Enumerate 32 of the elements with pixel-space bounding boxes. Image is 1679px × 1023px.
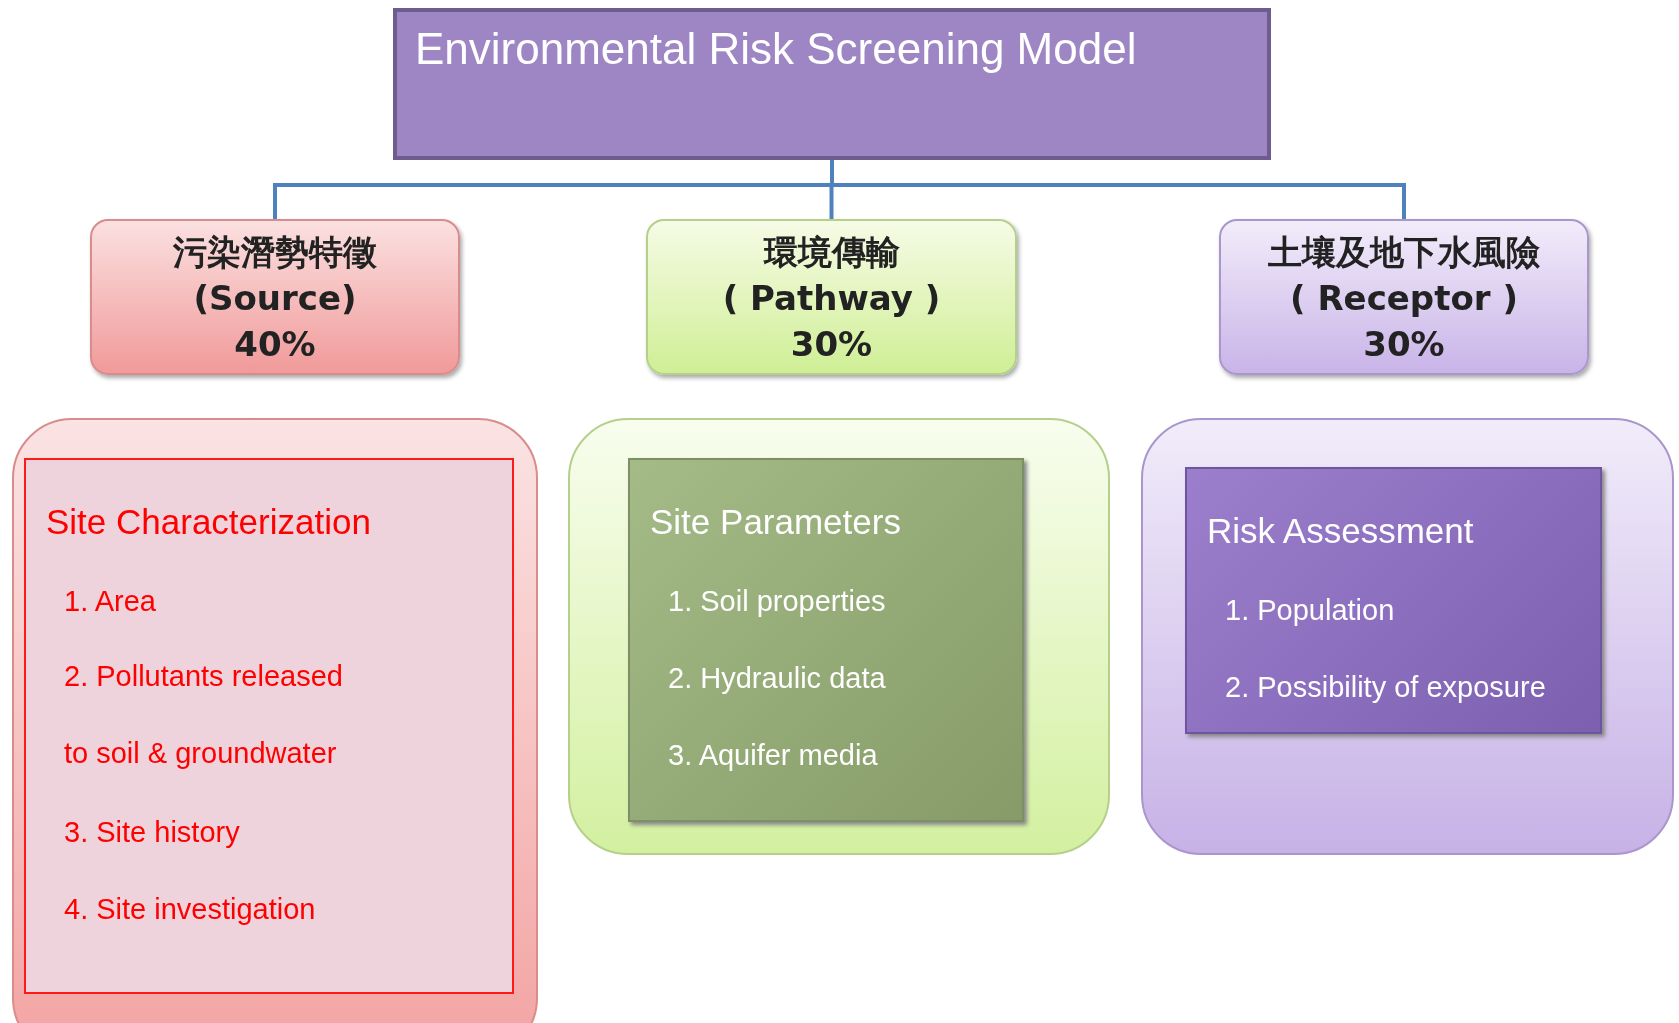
- list-heading: Site Characterization: [46, 502, 371, 542]
- list-item: 4. Site investigation: [64, 893, 316, 926]
- list-item: 2. Pollutants released to soil & groundwater: [64, 659, 344, 771]
- header-box: [646, 219, 1017, 375]
- header-subtitle: ( Pathway ): [721, 277, 942, 320]
- list-heading: Risk Assessment: [1207, 511, 1474, 551]
- list-item: 3. Aquifer media: [668, 739, 878, 772]
- header-title: 土壤及地下水風險: [1267, 231, 1541, 274]
- list-heading: Site Parameters: [650, 502, 901, 542]
- list-box: [24, 458, 514, 994]
- list-item: 2. Hydraulic data: [668, 662, 886, 695]
- percentage: 40%: [233, 323, 317, 366]
- list-item: 3. Site history: [64, 816, 240, 849]
- list-box: [1185, 467, 1602, 734]
- title-text: Environmental Risk Screening Model: [415, 24, 1137, 74]
- header-box: [90, 219, 460, 375]
- list-item: 1. Population: [1225, 594, 1395, 627]
- header-subtitle: (Source): [192, 277, 358, 320]
- percentage: 30%: [1362, 323, 1446, 366]
- percentage: 30%: [789, 323, 874, 366]
- panel-background: [1141, 418, 1674, 855]
- list-item: 2. Possibility of exposure: [1225, 671, 1546, 704]
- panel-background: [12, 418, 538, 1023]
- header-title: 環境傳輸: [762, 231, 901, 274]
- header-subtitle: ( Receptor ): [1289, 277, 1519, 320]
- panel-background: [568, 418, 1110, 855]
- list-item: 1. Soil properties: [668, 585, 886, 618]
- header-title: 污染潛勢特徵: [172, 231, 378, 274]
- title-box: [393, 8, 1271, 160]
- list-box: [628, 458, 1024, 822]
- header-box: [1219, 219, 1589, 375]
- list-item: 1. Area: [64, 585, 156, 618]
